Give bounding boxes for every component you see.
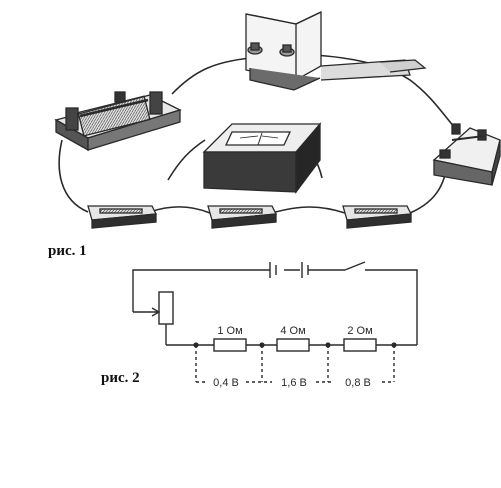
figure-2-caption: рис. 2 (101, 370, 140, 386)
resistor-2-label: 4 Ом (280, 325, 305, 337)
battery-box (245, 10, 427, 91)
rheostat-slider (133, 307, 167, 345)
resistor-1-label: 1 Ом (217, 325, 242, 337)
resistor-4-ohm (276, 338, 310, 352)
schematic-top-wire (132, 269, 270, 312)
figure-1-caption: рис. 1 (48, 243, 87, 259)
voltage-1-label: 0,4 В (213, 377, 239, 389)
resistor-board-2 (207, 205, 278, 229)
battery-symbol (269, 262, 345, 278)
voltage-2-label: 1,6 В (281, 377, 307, 389)
meter-box (202, 122, 322, 194)
figure-1-apparatus (54, 10, 501, 229)
switch-symbol (344, 261, 418, 345)
figure-2-schematic (132, 261, 418, 383)
voltage-3-label: 0,8 В (345, 377, 371, 389)
resistor-1-ohm (213, 338, 247, 352)
schematic-rheostat (158, 291, 174, 325)
resistor-3-label: 2 Ом (347, 325, 372, 337)
key-switch (432, 123, 501, 186)
voltmeter-leads (195, 345, 395, 382)
resistor-board-1 (87, 205, 158, 229)
wires (58, 53, 456, 214)
resistor-board-3 (342, 205, 413, 229)
rheostat (54, 91, 182, 152)
resistor-2-ohm (343, 338, 377, 352)
